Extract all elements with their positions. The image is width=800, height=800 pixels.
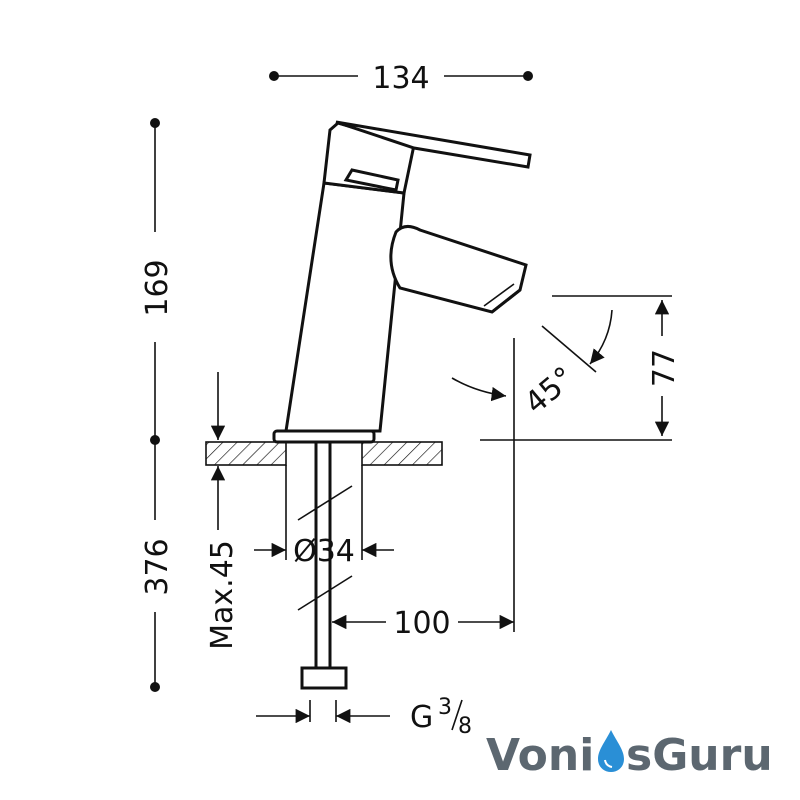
dimension-width-top: 134 [269,61,533,96]
width-top-label: 134 [372,61,429,96]
dimension-pipe-diameter: Ø34 [254,534,394,569]
dimension-left-vertical: 169 376 [140,118,175,692]
brand-logo: Voni sGuru [486,730,773,781]
logo-text-left: Voni [486,730,594,781]
countertop [205,441,443,466]
logo-text-right: sGuru [626,730,773,781]
angle-label: 45° [518,360,581,421]
reach-label: 100 [393,606,450,641]
height-total-label: 376 [140,538,175,595]
dimension-reach: 100 [332,338,515,641]
thread-prefix: G [410,700,433,735]
dimension-spout-height: 77 [480,295,682,441]
pipe-diameter-label: Ø34 [293,534,355,569]
water-drop-icon [598,730,624,772]
height-upper-label: 169 [140,259,175,316]
spout-height-label: 77 [647,349,682,387]
dimension-angle: 45° [451,309,613,421]
dimension-thread: G 3 8 [256,695,472,739]
dimension-max-thickness: Max.45 [205,372,240,650]
max-thickness-label: Max.45 [205,540,240,650]
thread-numerator: 3 [438,695,452,720]
supply-pipe [285,442,363,690]
thread-denominator: 8 [458,714,472,739]
faucet-body [272,120,532,444]
